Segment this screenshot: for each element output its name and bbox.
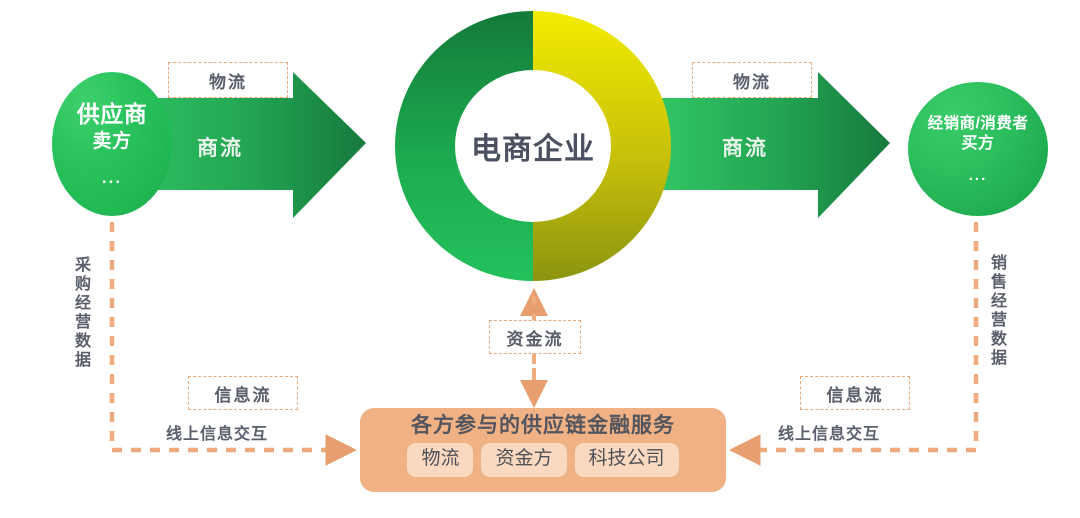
supplier-label-primary: 供应商 — [76, 101, 148, 128]
logistics-left-text: 物流 — [209, 72, 247, 92]
info-flow-label-left: 信息流 — [188, 376, 298, 410]
sales-data-label: 销售经营数据 — [988, 254, 1005, 368]
buyer-label-primary: 经销商/消费者 — [927, 114, 1029, 132]
logistics-label-right: 物流 — [692, 62, 812, 98]
logistics-label-left: 物流 — [168, 62, 288, 98]
supply-chain-finance-box[interactable]: 各方参与的供应链金融服务 物流 资金方 科技公司 — [360, 408, 726, 492]
online-exchange-left: 线上信息交互 — [166, 426, 269, 443]
info-flow-right-text: 信息流 — [826, 385, 884, 405]
capital-flow-text: 资金流 — [506, 329, 564, 349]
info-flow-label-right: 信息流 — [800, 376, 910, 410]
supplier-label-secondary: 卖方 — [92, 130, 132, 152]
capital-flow-label: 资金流 — [489, 320, 581, 354]
purchase-data-label: 采购经营数据 — [72, 256, 89, 370]
buyer-label-secondary: 买方 — [961, 134, 995, 152]
online-exchange-right: 线上信息交互 — [778, 426, 881, 443]
commerce-flow-left-label: 商流 — [197, 137, 243, 160]
logistics-right-text: 物流 — [733, 72, 771, 92]
buyer-node[interactable]: 经销商/消费者 买方 ... — [908, 82, 1048, 216]
buyer-ellipsis: ... — [968, 167, 988, 185]
service-box-chip-list: 物流 资金方 科技公司 — [407, 443, 679, 478]
supplier-node[interactable]: 供应商 卖方 ... — [52, 72, 172, 216]
ecommerce-enterprise-hub[interactable]: 电商企业 — [392, 8, 674, 284]
commerce-flow-right-label: 商流 — [722, 137, 768, 160]
commerce-flow-arrow-left: 商流 — [120, 72, 366, 218]
info-flow-left-text: 信息流 — [214, 385, 272, 405]
service-box-title: 各方参与的供应链金融服务 — [411, 414, 675, 437]
commerce-flow-arrow-right: 商流 — [650, 72, 890, 218]
hub-title: 电商企业 — [471, 133, 595, 166]
service-chip[interactable]: 科技公司 — [574, 443, 679, 478]
supplier-ellipsis: ... — [101, 167, 123, 187]
service-chip[interactable]: 物流 — [407, 443, 474, 478]
service-chip[interactable]: 资金方 — [481, 443, 567, 478]
